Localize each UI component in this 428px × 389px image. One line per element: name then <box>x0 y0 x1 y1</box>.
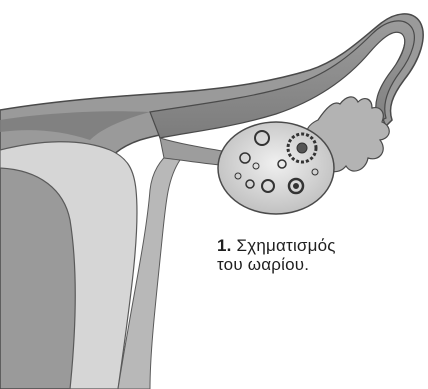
caption-number: 1. <box>217 236 232 255</box>
follicle-large-core <box>297 143 307 153</box>
figure-caption: 1. Σχηματισμός του ωαρίου. <box>217 236 417 274</box>
follicle-core <box>294 184 299 189</box>
ovary <box>218 122 334 214</box>
caption-line-1: 1. Σχηματισμός <box>217 236 417 255</box>
caption-title: Σχηματισμός <box>237 236 336 255</box>
caption-line-2: του ωαρίου. <box>217 255 417 274</box>
